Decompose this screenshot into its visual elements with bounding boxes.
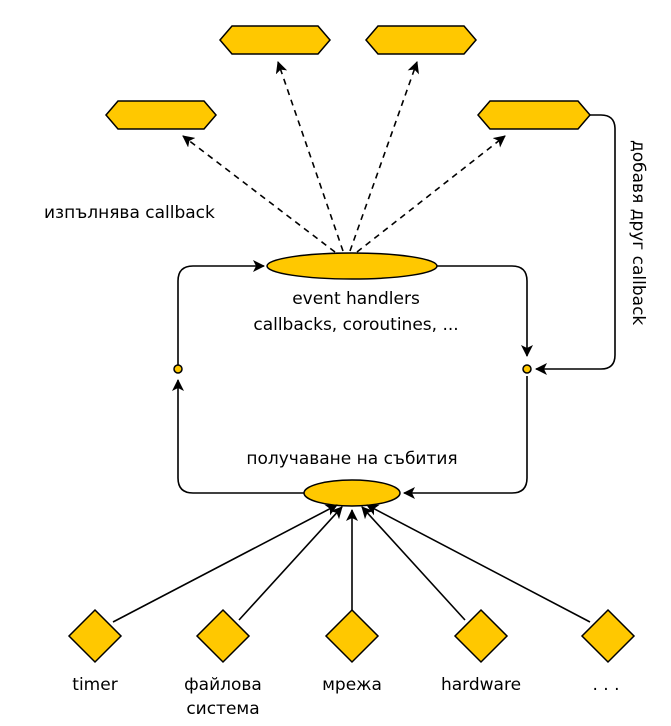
source-label-timer: timer <box>72 675 117 695</box>
arrow-from-timer <box>112 504 338 623</box>
adds-callback-label: добавя друг callback <box>628 140 648 325</box>
loop-left-upper-edge <box>177 260 265 366</box>
dashed-arrow-to-mid-left <box>182 135 336 253</box>
arrow-from-more <box>366 504 591 623</box>
callbacks-coroutines-label: callbacks, coroutines, ... <box>253 315 458 335</box>
callback-hexagon-mid-right <box>477 100 591 130</box>
callback-hexagon-top-left <box>219 25 331 55</box>
source-diamond-network <box>324 608 380 664</box>
source-diamond-more <box>580 608 636 664</box>
source-label-more: . . . <box>592 675 619 695</box>
dashed-arrow-to-top-left <box>275 61 344 252</box>
callback-hexagon-top-right <box>365 25 477 55</box>
receiving-events-ellipse <box>303 479 401 507</box>
executes-callback-label: изпълнява callback <box>44 203 215 223</box>
source-diamond-timer <box>67 608 123 664</box>
callback-hexagon-mid-left <box>105 100 217 130</box>
loop-left-lower-edge <box>172 379 304 494</box>
arrow-from-hardware <box>361 506 466 621</box>
source-diamond-filesystem <box>195 608 251 664</box>
junction-dot-right <box>522 364 532 374</box>
loop-right-lower-edge <box>403 376 528 499</box>
receiving-events-label: получаване на събития <box>246 449 457 469</box>
source-label-filesystem-line1: файлова <box>184 675 262 695</box>
junction-dot-left <box>173 364 183 374</box>
event-handlers-label: event handlers <box>292 289 420 309</box>
source-diamond-hardware <box>453 608 509 664</box>
source-label-hardware: hardware <box>441 675 521 695</box>
add-callback-arrow <box>535 114 616 375</box>
source-label-filesystem-line2: система <box>186 699 259 719</box>
source-label-network: мрежа <box>322 675 382 695</box>
dashed-arrow-to-top-right <box>349 61 419 252</box>
event-handlers-ellipse <box>266 252 438 280</box>
arrow-from-filesystem <box>238 506 343 621</box>
dashed-arrow-to-mid-right <box>356 135 506 253</box>
loop-right-edge <box>437 265 533 357</box>
